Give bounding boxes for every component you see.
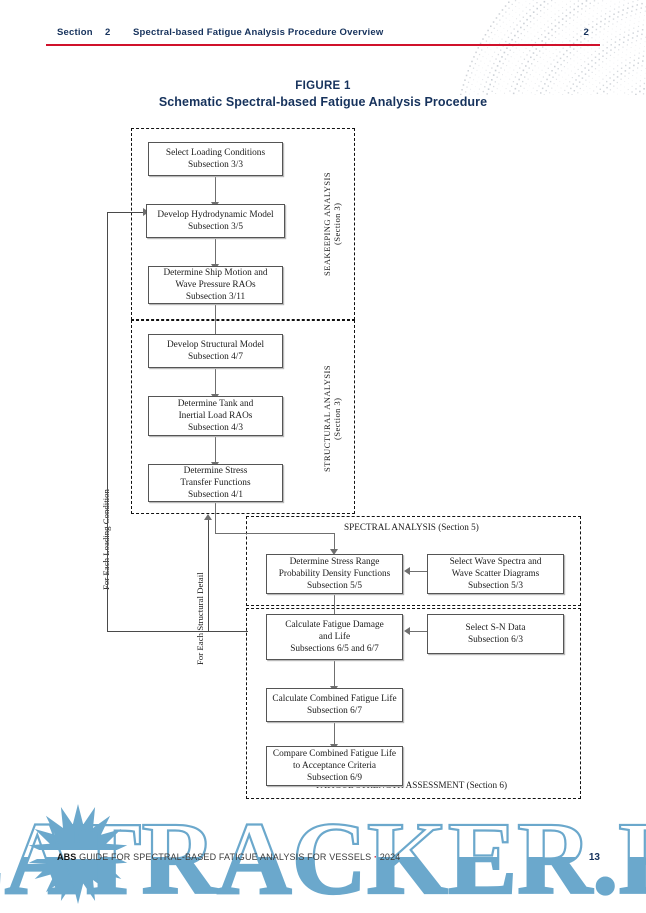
loop-detail-riser (208, 520, 210, 632)
connector-5-6 (215, 436, 217, 464)
node-line: Select S-N Data (465, 622, 526, 633)
group-label-spectral: SPECTRAL ANALYSIS (Section 5) (344, 522, 479, 532)
node-determine-stress-range-pdf[interactable]: Determine Stress Range Probability Densi… (266, 554, 403, 594)
group-spectral-analysis (246, 516, 581, 606)
group-label-structural: STRUCTURAL ANALYSIS (Section 3) (322, 346, 342, 492)
figure-caption: FIGURE 1 Schematic Spectral-based Fatigu… (0, 80, 646, 109)
node-line: Subsection 4/3 (187, 423, 243, 434)
node-line: Compare Combined Fatigue Life (272, 748, 397, 759)
header-section-label: Section (57, 27, 93, 38)
header-section-number: 2 (105, 27, 111, 38)
page-header: Section 2 Spectral-based Fatigue Analysi… (57, 27, 589, 51)
seakeeping-label-line1: SEAKEEPING ANALYSIS (322, 172, 332, 276)
header-title: Spectral-based Fatigue Analysis Procedur… (133, 27, 384, 38)
node-line: Calculate Combined Fatigue Life (272, 693, 397, 704)
connector-6-right (215, 533, 335, 535)
loop-detail-arrow (204, 514, 212, 520)
group-label-seakeeping: SEAKEEPING ANALYSIS (Section 3) (322, 154, 342, 294)
node-line: Determine Stress Range (289, 556, 380, 567)
footer-separator: · (373, 852, 378, 862)
node-line: Determine Ship Motion and (163, 267, 268, 278)
node-develop-hydrodynamic-model[interactable]: Develop Hydrodynamic Model Subsection 3/… (146, 204, 285, 238)
node-line: Subsection 4/7 (187, 352, 243, 362)
node-line: Subsection 3/5 (187, 222, 243, 232)
seakeeping-label-line2: (Section 3) (332, 202, 342, 246)
loop-label-loading-condition: For Each Loading Condition (101, 489, 111, 590)
figure-title: Schematic Spectral-based Fatigue Analysi… (158, 95, 488, 109)
loop-loading-top (107, 212, 145, 214)
connector-3-4 (215, 304, 217, 340)
arrow-6-pdf (330, 549, 338, 555)
node-line: Determine Stress (183, 465, 248, 476)
node-select-sn-data[interactable]: Select S-N Data Subsection 6/3 (427, 614, 564, 654)
connector-pdf-to-damage (334, 594, 336, 624)
node-line: Develop Hydrodynamic Model (157, 209, 274, 220)
node-line: Subsection 5/5 (306, 581, 362, 592)
node-line: Subsection 3/3 (187, 160, 243, 170)
node-line: Select Loading Conditions (165, 147, 266, 158)
connector-1-2 (215, 176, 217, 204)
figure-number: FIGURE 1 (295, 80, 351, 92)
node-line: Subsection 3/11 (185, 292, 246, 303)
node-calculate-fatigue-damage[interactable]: Calculate Fatigue Damage and Life Subsec… (266, 614, 403, 660)
node-determine-tank-inertial-rao[interactable]: Determine Tank and Inertial Load RAOs Su… (148, 396, 283, 436)
connector-combined-to-compare (334, 718, 336, 746)
node-line: Transfer Functions (180, 477, 251, 488)
node-compare-combined-life[interactable]: Compare Combined Fatigue Life to Accepta… (266, 746, 403, 786)
loop-loading-bottom (107, 631, 248, 633)
node-line: Subsection 4/1 (187, 490, 243, 501)
connector-6-down (215, 502, 217, 534)
node-determine-stress-transfer[interactable]: Determine Stress Transfer Functions Subs… (148, 464, 283, 502)
loop-label-structural-detail: For Each Structural Detail (195, 572, 205, 665)
footer-page-number: 13 (588, 852, 600, 863)
connector-damage-to-combined (334, 660, 336, 688)
node-select-loading-conditions[interactable]: Select Loading Conditions Subsection 3/3 (148, 142, 283, 176)
group-structural-analysis (131, 320, 355, 514)
group-label-fatigue: FATIGUE STRENGTH ASSESSMENT (Section 6) (316, 780, 508, 790)
group-seakeeping-analysis (131, 128, 355, 320)
footer-year: 2024 (377, 852, 401, 862)
node-line: Wave Scatter Diagrams (451, 568, 540, 579)
arrow-wave-to-pdf (404, 567, 410, 575)
node-line: Calculate Fatigue Damage (285, 619, 384, 630)
node-line: Develop Structural Model (166, 339, 265, 350)
node-line: Determine Tank and (177, 398, 254, 409)
footer-brand: ABS (57, 852, 77, 862)
footer-text: ABS GUIDE FOR SPECTRAL-BASED FATIGUE ANA… (57, 852, 400, 862)
node-line: Inertial Load RAOs (178, 410, 253, 421)
page-footer: ABS GUIDE FOR SPECTRAL-BASED FATIGUE ANA… (0, 852, 646, 874)
node-develop-structural-model[interactable]: Develop Structural Model Subsection 4/7 (148, 334, 283, 368)
connector-4-5 (215, 368, 217, 396)
node-calculate-combined-life[interactable]: Calculate Combined Fatigue Life Subsecti… (266, 688, 403, 722)
arrow-sn-to-damage (404, 627, 410, 635)
loop-loading-riser (107, 212, 109, 632)
node-line: Subsection 6/7 (306, 706, 362, 716)
header-rule (46, 44, 600, 47)
node-line: Probability Density Functions (278, 568, 391, 579)
node-line: Wave Pressure RAOs (175, 279, 256, 290)
node-line: Select Wave Spectra and (449, 556, 542, 567)
structural-label-line2: (Section 3) (332, 397, 342, 441)
node-line: to Acceptance Criteria (292, 760, 377, 771)
group-fatigue-strength-assessment (246, 608, 581, 799)
node-line: and Life (318, 631, 351, 642)
node-determine-ship-motion-rao[interactable]: Determine Ship Motion and Wave Pressure … (148, 266, 283, 304)
structural-label-line1: STRUCTURAL ANALYSIS (322, 365, 332, 473)
footer-body: GUIDE FOR SPECTRAL-BASED FATIGUE ANALYSI… (76, 852, 374, 862)
connector-6-into-pdf (334, 533, 336, 551)
header-page-marker: 2 (583, 27, 589, 38)
node-line: Subsection 5/3 (467, 581, 523, 592)
node-line: Subsections 6/5 and 6/7 (290, 644, 379, 655)
node-select-wave-spectra[interactable]: Select Wave Spectra and Wave Scatter Dia… (427, 554, 564, 594)
connector-2-3 (215, 238, 217, 266)
node-line: Subsection 6/9 (306, 773, 362, 784)
flowchart: SEAKEEPING ANALYSIS (Section 3) STRUCTUR… (0, 118, 646, 808)
node-line: Subsection 6/3 (467, 635, 523, 645)
